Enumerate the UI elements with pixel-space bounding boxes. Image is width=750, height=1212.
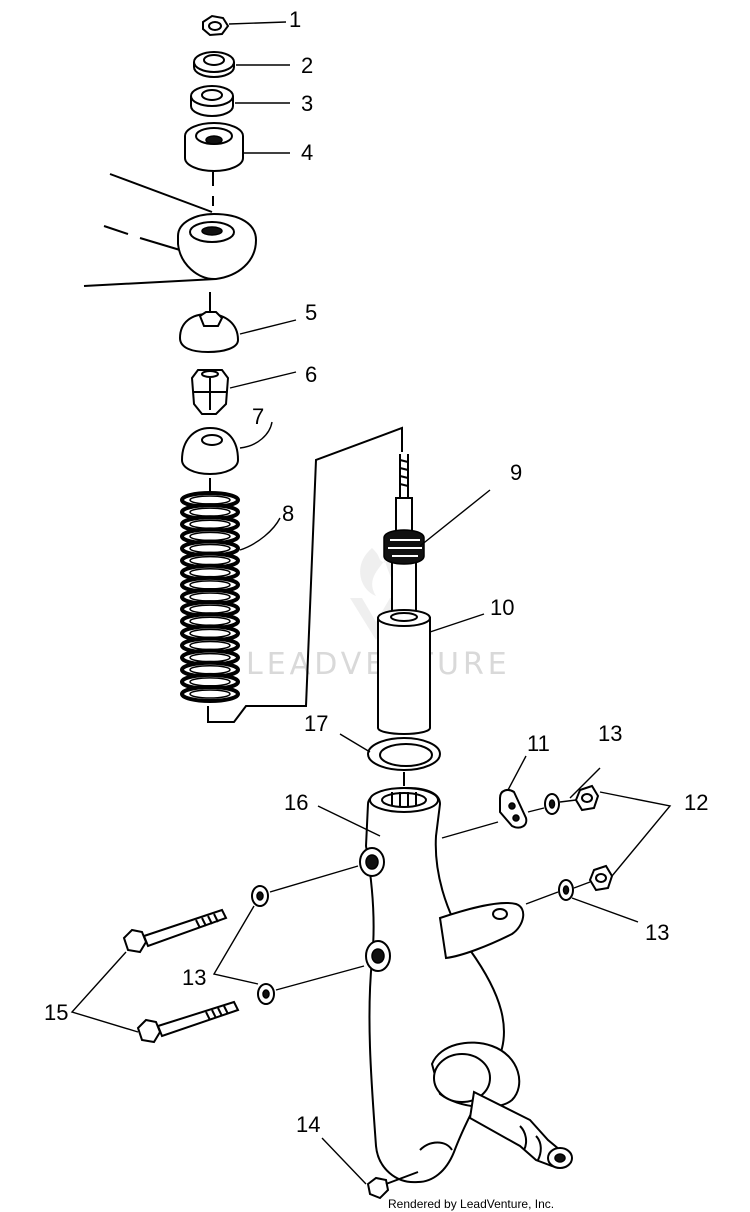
part-9-bump-stop-bushing [383, 529, 425, 565]
part-6-jounce-bumper [190, 369, 230, 415]
part-13-washer-upper-right [544, 793, 560, 815]
part-7-spring-seat [180, 426, 240, 476]
callout-15: 15 [44, 1000, 68, 1025]
part-10-shock-absorber [377, 454, 431, 735]
callout-4: 4 [301, 140, 313, 165]
callout-13-lower-right: 13 [645, 920, 669, 945]
callout-2: 2 [301, 53, 313, 78]
callout-13-upper: 13 [598, 721, 622, 746]
callout-17: 17 [304, 711, 328, 736]
part-3-bearing [190, 85, 234, 117]
part-12-nut-lower [588, 864, 614, 892]
part-14-grease-fitting [366, 1171, 419, 1200]
part-17-seal-ring [367, 737, 441, 771]
part-5-upper-seat [178, 311, 240, 354]
callout-8: 8 [282, 501, 294, 526]
callout-14: 14 [296, 1112, 320, 1137]
callout-10: 10 [490, 595, 514, 620]
callout-11: 11 [527, 731, 550, 756]
callout-1: 1 [289, 7, 301, 32]
callout-13-left: 13 [182, 965, 206, 990]
callout-9: 9 [510, 460, 522, 485]
part-11-brake-line-bracket [499, 789, 528, 829]
part-1-flange-nut [202, 14, 230, 37]
callout-7: 7 [252, 404, 264, 429]
part-4-bearing-cup [184, 122, 244, 172]
part-15-bolt-upper [122, 908, 228, 954]
rendered-by-credit: Rendered by LeadVenture, Inc. [388, 1197, 554, 1211]
upper-strut-mount [83, 173, 258, 287]
watermark-text: LEADVENTURE [246, 647, 511, 682]
part-2-washer [193, 51, 235, 78]
part-13-washer-left-lower [257, 983, 275, 1005]
callout-12: 12 [684, 790, 708, 815]
spring-coil-inner [189, 689, 231, 699]
part-8-coil-spring [180, 491, 240, 703]
callout-6: 6 [305, 362, 317, 387]
part-13-washer-left-upper [251, 885, 269, 907]
callout-16: 16 [284, 790, 308, 815]
callout-3: 3 [301, 91, 313, 116]
part-16-steering-knuckle [359, 786, 573, 1184]
callout-5: 5 [305, 300, 317, 325]
part-15-bolt-lower [136, 1000, 240, 1044]
part-13-washer-lower-right [558, 879, 574, 901]
